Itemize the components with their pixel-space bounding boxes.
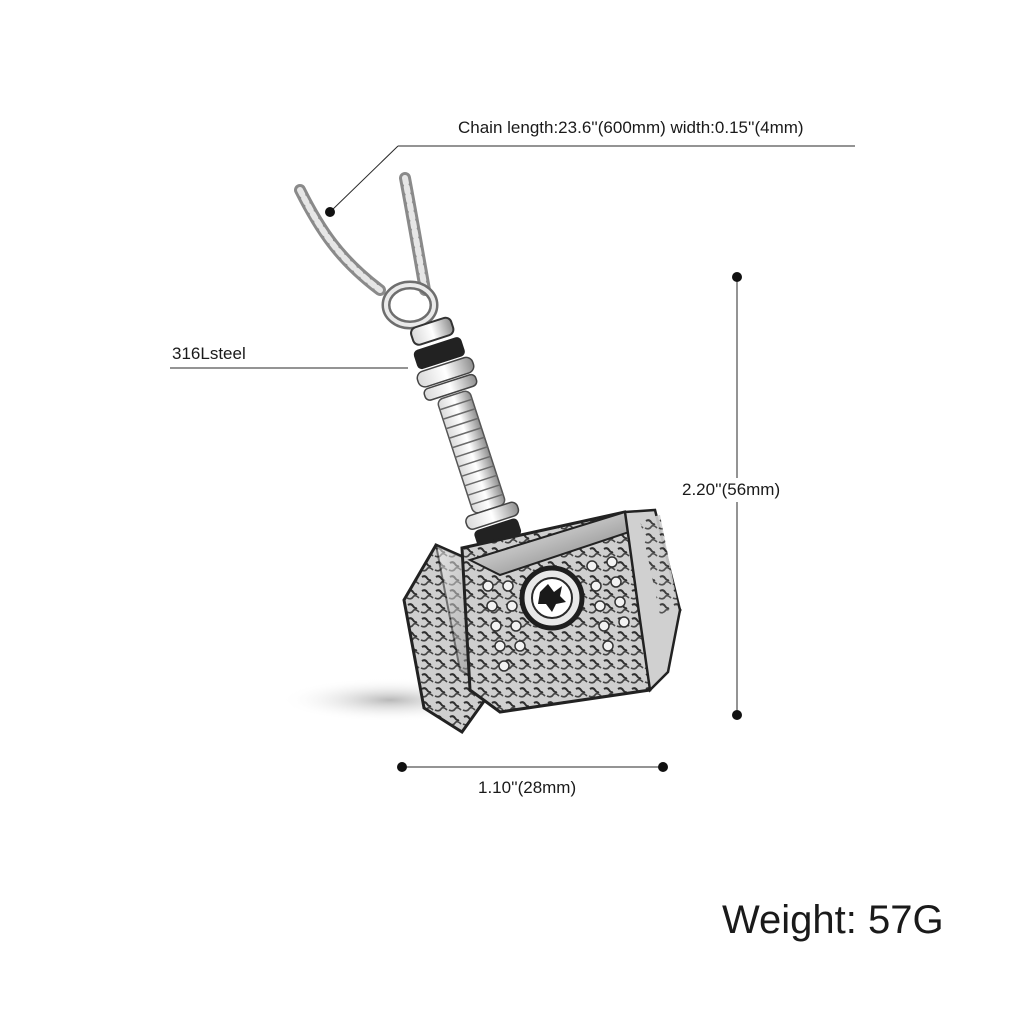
chain-spec-label: Chain length:23.6''(600mm) width:0.15''(… (458, 118, 804, 137)
chain-icon (294, 172, 431, 296)
height-dimension-label: 2.20''(56mm) (682, 478, 781, 502)
hammer-handle-icon (410, 316, 522, 548)
weight-label: Weight: 57G (722, 898, 944, 942)
width-dimension-line (397, 762, 668, 772)
chain-leader-line (325, 145, 855, 217)
hammer-head-icon (402, 508, 682, 735)
bail-icon (381, 280, 439, 330)
material-label: 316Lsteel (172, 344, 246, 363)
width-dimension-label: 1.10''(28mm) (478, 778, 577, 797)
emblem-icon (519, 565, 585, 631)
